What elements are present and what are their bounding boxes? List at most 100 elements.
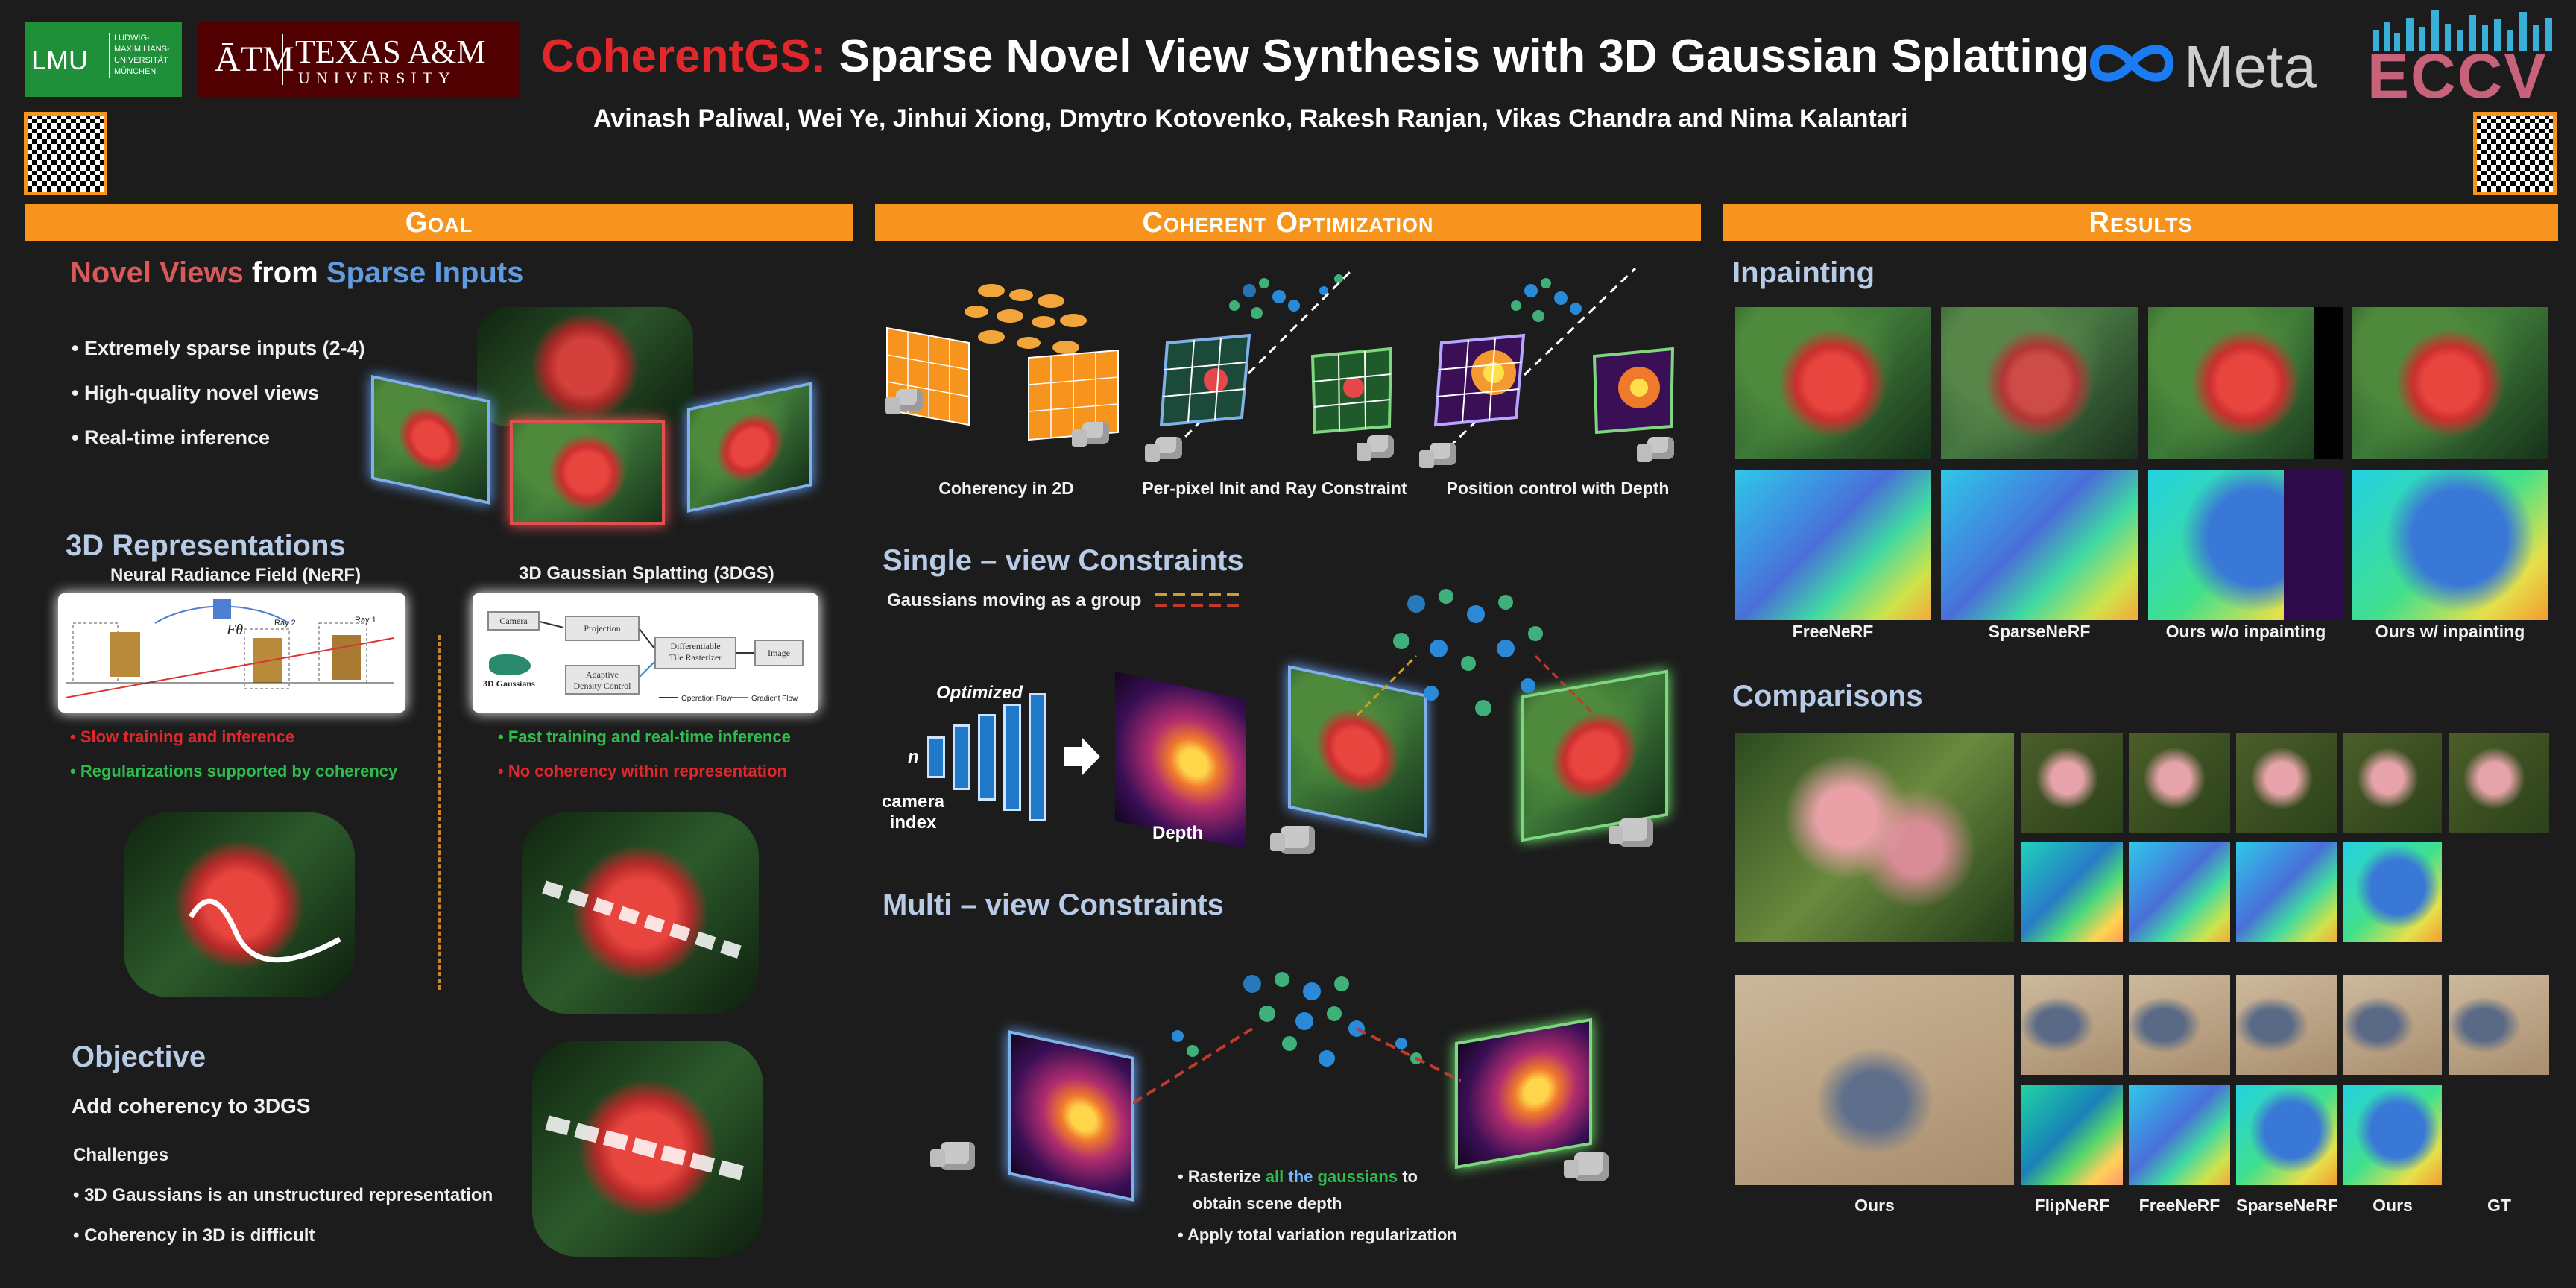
nerf-title: Neural Radiance Field (NeRF) (110, 565, 362, 585)
multi-b1-all: all (1265, 1167, 1284, 1186)
legend-dash-icon (1155, 593, 1242, 607)
camera-icon (1609, 818, 1653, 847)
nerf-f-label: Fθ (227, 622, 244, 638)
caption-coherency-2d: Coherency in 2D (938, 479, 1074, 498)
comparison-label-gt: GT (2487, 1196, 2511, 1215)
nerf-diagram-graphic (65, 599, 394, 698)
gs-pro-1: • Fast training and real-time inference (498, 727, 791, 746)
multi-b1-gaussians: gaussians (1317, 1167, 1398, 1186)
comparison-orchid-depth-flipnerf (2021, 842, 2123, 942)
inpaint-hole (2314, 307, 2343, 459)
nerf-con-1: • Slow training and inference (70, 727, 295, 746)
tamu-mark: ĀTM (215, 40, 294, 79)
comparison-statue-depth-ours (2343, 1085, 2442, 1185)
coherency-2d-figure (886, 284, 1119, 441)
input-view-left (371, 374, 490, 505)
comparison-label-freenerf: FreeNeRF (2138, 1196, 2220, 1215)
title-accent: CoherentGS: (541, 31, 827, 82)
multi-b1-pre: • Rasterize (1178, 1167, 1261, 1186)
inpaint-label-ours-w: Ours w/ inpainting (2375, 622, 2525, 641)
inpainting-heading: Inpainting (1732, 256, 1875, 289)
camera-icon (1357, 435, 1394, 461)
goal-bar: Goal (25, 204, 853, 242)
gs-op-flow-label: Operation Flow (681, 695, 732, 703)
comparison-statue-depth-freenerf (2129, 1085, 2230, 1185)
optimized-label: Optimized (936, 683, 1023, 703)
lmu-logo: LMU LUDWIG- MAXIMILIANS- UNIVERSITÄT MÜN… (25, 22, 182, 97)
gs-title: 3D Gaussian Splatting (3DGS) (519, 564, 774, 584)
camera-icon (1145, 437, 1182, 462)
arrow-right-icon (1064, 738, 1100, 775)
gs-grad-flow-label: Gradient Flow (751, 695, 798, 703)
meta-infinity-icon (2089, 45, 2174, 82)
qr-code-right[interactable] (2473, 112, 2557, 195)
goal-bullet-2: • High-quality novel views (72, 382, 320, 404)
comparison-orchid-gt (2449, 733, 2549, 833)
single-view-gaussians (1357, 589, 1595, 717)
nerf-coherent-example (124, 812, 355, 997)
multi-view-heading: Multi – view Constraints (883, 888, 1224, 921)
multi-view-bullet-2: • Apply total variation regularization (1178, 1225, 1457, 1244)
comparison-statue-ours-crop (2343, 975, 2442, 1075)
rep-divider (438, 635, 441, 990)
inpaint-label-freenerf: FreeNeRF (1792, 622, 1874, 641)
multi-view-bullet-1-line2: obtain scene depth (1193, 1194, 1342, 1213)
inpaint-depth-freenerf (1735, 470, 1931, 620)
novel-views-b: Sparse Inputs (326, 256, 524, 289)
ray-constraint-figure (1159, 267, 1393, 449)
network-layer (927, 736, 945, 778)
results-bar: Results (1723, 204, 2558, 242)
gs-camera-box: Camera (487, 611, 540, 631)
objective-scatter-line (545, 1115, 751, 1182)
comparison-label-flipnerf: FlipNeRF (2034, 1196, 2110, 1215)
challenges-heading: Challenges (73, 1145, 169, 1165)
comparison-statue-freenerf (2129, 975, 2230, 1075)
nerf-curve (188, 898, 341, 963)
qr-code-left[interactable] (24, 112, 107, 195)
comparison-label-ours-main: Ours (1854, 1196, 1895, 1215)
inpaint-depth-ours-w (2352, 470, 2548, 620)
camera-icon (886, 389, 923, 414)
gs-diagram: Camera Projection Differentiable Tile Ra… (473, 593, 818, 713)
gs-scatter-example (522, 812, 759, 1014)
comparison-statue-flipnerf (2021, 975, 2123, 1075)
eccv-skyline-icon (2373, 10, 2552, 51)
comparison-label-ours: Ours (2373, 1196, 2413, 1215)
novel-views-a: Novel Views (70, 256, 244, 289)
challenge-2: • Coherency in 3D is difficult (73, 1225, 315, 1246)
depth-control-figure (1433, 267, 1675, 449)
gs-projection-box: Projection (565, 616, 640, 641)
camera-icon (1072, 422, 1109, 447)
gs-gaussians-icon (489, 654, 531, 675)
network-layer (1003, 704, 1021, 811)
objective-text: Add coherency to 3DGS (72, 1094, 311, 1117)
comparison-orchid-ours-crop (2343, 733, 2442, 833)
comparison-orchid-ours (1735, 733, 2014, 942)
comparison-statue-sparsenerf (2236, 975, 2337, 1075)
eccv-wordmark: ECCV (2367, 41, 2548, 111)
network-layer (953, 724, 970, 790)
multi-b1-post: to (1402, 1167, 1418, 1186)
novel-views-from: from (251, 256, 318, 289)
multi-view-bullet-1: • Rasterize all the gaussians to (1178, 1167, 1418, 1187)
eccv-logo: ECCV (2367, 7, 2561, 111)
nerf-diagram: Fθ Ray 2 Ray 1 (58, 593, 405, 713)
objective-example (532, 1041, 763, 1257)
comparison-orchid-depth-freenerf (2129, 842, 2230, 942)
inpaint-depth-hole (2284, 470, 2343, 620)
gs-density-box: Adaptive Density Control (565, 665, 640, 695)
inpaint-depth-ours-wo (2148, 470, 2343, 620)
comparison-orchid-freenerf (2129, 733, 2230, 833)
lmu-logo-text: LUDWIG- MAXIMILIANS- UNIVERSITÄT MÜNCHEN (109, 33, 180, 78)
camera-icon (1637, 437, 1674, 462)
meta-wordmark: Meta (2184, 34, 2317, 100)
comparison-label-sparsenerf: SparseNeRF (2236, 1196, 2338, 1215)
tamu-sub: UNIVERSITY (298, 69, 456, 87)
inpaint-depth-sparsenerf (1941, 470, 2138, 620)
multi-view-gaussians (1133, 972, 1461, 1105)
comparison-statue-depth-sparsenerf (2236, 1085, 2337, 1185)
multi-view-depth-right (1455, 1017, 1592, 1169)
multi-b1-the: the (1288, 1167, 1313, 1186)
gs-con-1: • No coherency within representation (498, 762, 787, 780)
authors: Avinash Paliwal, Wei Ye, Jinhui Xiong, D… (593, 104, 1908, 133)
